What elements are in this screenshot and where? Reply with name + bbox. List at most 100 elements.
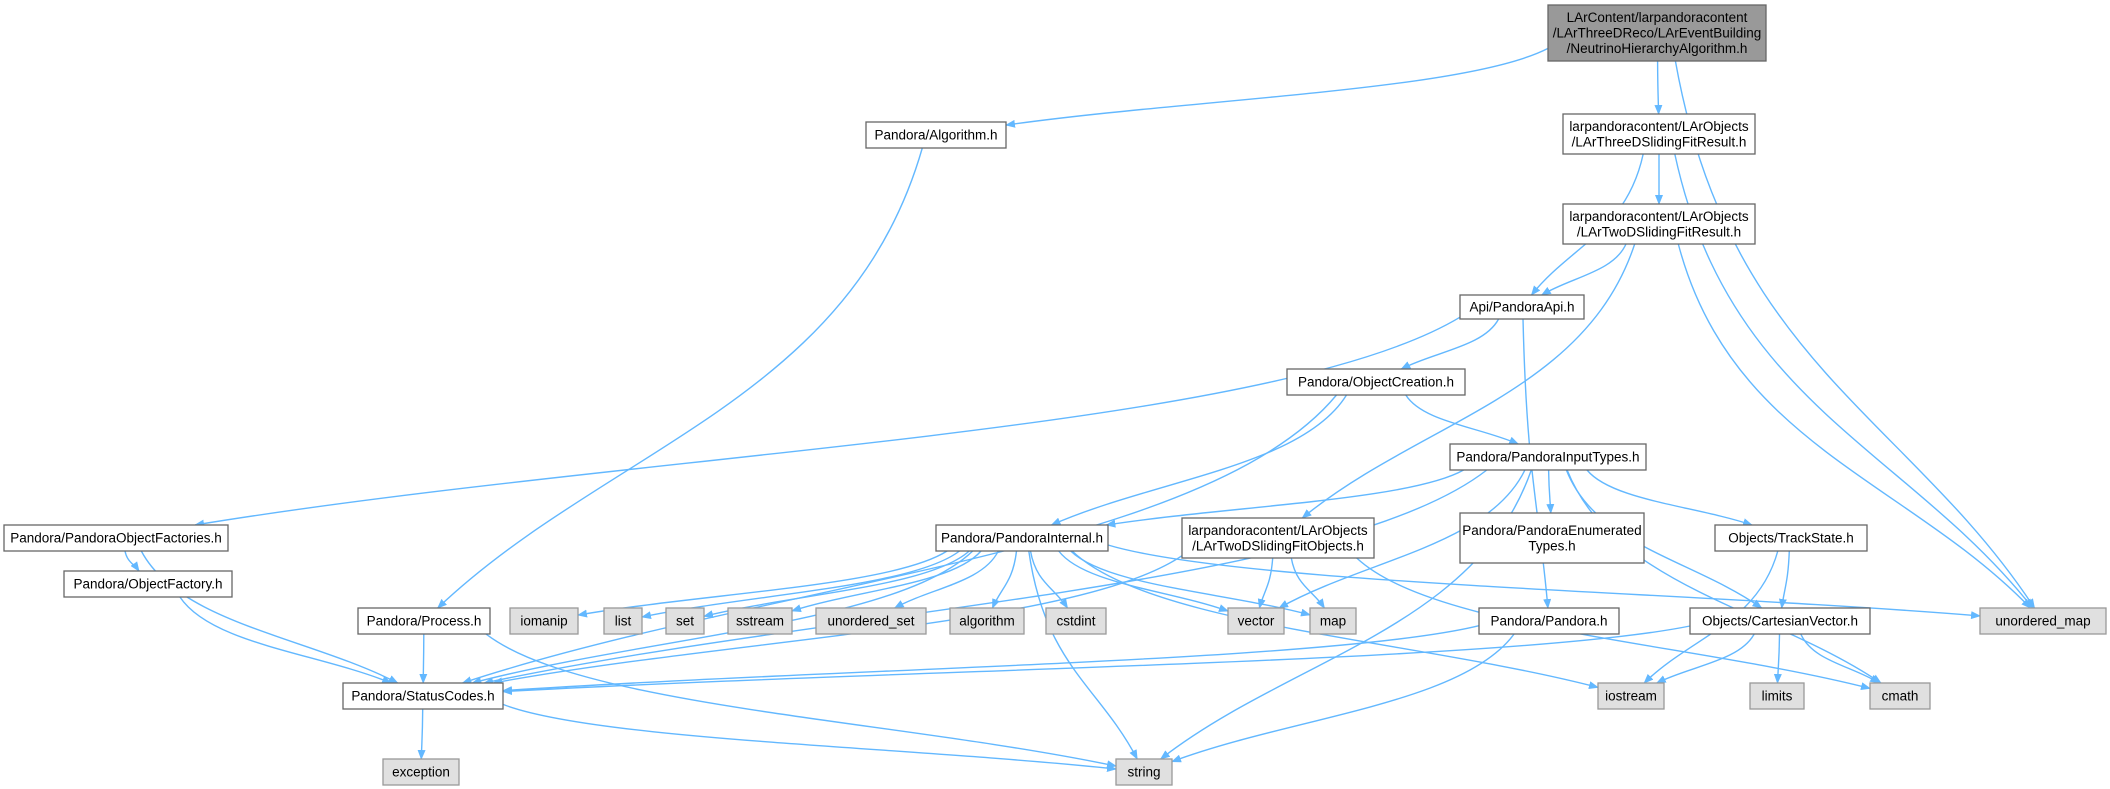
node-input_types[interactable]: Pandora/PandoraInputTypes.h [1449,443,1647,471]
edge-pandora_internal-to-sstream [791,550,982,612]
node-unordered_map[interactable]: unordered_map [1979,607,2107,635]
node-string[interactable]: string [1115,758,1173,786]
node-limits-box [1749,682,1805,710]
node-unordered_set-label-line: unordered_set [827,614,914,629]
node-vector-box [1227,607,1285,635]
edge-input_types-to-enumerated_types [1546,469,1555,514]
edge-input_types-to-pandora_internal [1105,469,1464,528]
node-pandora_api[interactable]: Api/PandoraApi.h [1459,294,1585,320]
edge-cartesian_vector-to-iostream [1655,633,1755,684]
node-threed_sliding-label-line: larpandoracontent/LArObjects [1569,119,1749,134]
nodes-layer: LArContent/larpandoracontent/LArThreeDRe… [3,4,2107,786]
node-twod_fit_objects[interactable]: larpandoracontent/LArObjects/LArTwoDSlid… [1181,517,1375,559]
node-exception[interactable]: exception [382,758,460,786]
node-algorithm_std-box [949,607,1025,635]
node-object_factory[interactable]: Pandora/ObjectFactory.h [63,570,233,598]
edge-pandora-to-string [1171,633,1515,763]
edge-twod_sliding-to-pandora_api [1540,243,1627,296]
node-iostream-label-line: iostream [1605,689,1657,704]
node-object_factories[interactable]: Pandora/PandoraObjectFactories.h [3,524,229,552]
node-twod_sliding-box [1562,203,1756,245]
edge-pandora_api-to-object_factories [194,316,1461,528]
edge-pandora_internal-to-cstdint [1029,550,1069,609]
edge-pandora_internal-to-set [703,550,970,619]
node-input_types-box [1449,443,1647,471]
node-cartesian_vector-box [1689,607,1871,635]
node-sstream-box [727,607,793,635]
node-object_factories-box [3,524,229,552]
edge-pandora_internal-to-list [641,550,960,620]
node-algorithm_std-label-line: algorithm [959,614,1015,629]
edge-object_factories-to-object_factory [124,550,140,572]
edge-pandora_internal-to-iomanip [577,550,948,618]
node-cmath-label-line: cmath [1882,689,1919,704]
node-twod_sliding-label-line: /LArTwoDSlidingFitResult.h [1577,224,1741,239]
node-threed_sliding[interactable]: larpandoracontent/LArObjects/LArThreeDSl… [1562,113,1756,155]
node-twod_fit_objects-label-line: /LArTwoDSlidingFitObjects.h [1192,538,1364,553]
edge-object_factory-to-status_codes [179,596,393,684]
node-set[interactable]: set [665,607,705,635]
node-vector[interactable]: vector [1227,607,1285,635]
node-status_codes-label-line: Pandora/StatusCodes.h [351,689,494,704]
node-algorithm-label-line: Pandora/Algorithm.h [874,128,997,143]
node-root[interactable]: LArContent/larpandoracontent/LArThreeDRe… [1547,4,1767,62]
node-iostream[interactable]: iostream [1597,682,1665,710]
node-object_creation-box [1286,368,1466,396]
node-object_factory-box [63,570,233,598]
node-limits[interactable]: limits [1749,682,1805,710]
node-root-box [1547,4,1767,62]
node-cmath[interactable]: cmath [1869,682,1931,710]
edge-pandora_internal-to-unordered_set [893,550,999,609]
node-list-box [603,607,643,635]
edge-pandora_internal-to-algorithm_std [991,550,1018,609]
edge-process-to-status_codes [419,633,428,684]
node-status_codes[interactable]: Pandora/StatusCodes.h [342,682,504,710]
node-track_state[interactable]: Objects/TrackState.h [1714,524,1868,552]
node-unordered_set[interactable]: unordered_set [815,607,927,635]
node-iomanip-box [509,607,579,635]
node-set-box [665,607,705,635]
node-object_creation[interactable]: Pandora/ObjectCreation.h [1286,368,1466,396]
edge-cartesian_vector-to-status_codes [502,625,1691,696]
node-list[interactable]: list [603,607,643,635]
node-cstdint[interactable]: cstdint [1045,607,1107,635]
edge-pandora-to-status_codes [502,625,1480,695]
edge-object_creation-to-status_codes [461,394,1338,684]
edge-process-to-string [485,633,1117,769]
node-cartesian_vector-label-line: Objects/CartesianVector.h [1702,614,1858,629]
node-map-box [1309,607,1357,635]
edge-object_creation-to-pandora_internal [1050,394,1348,526]
edge-threed_sliding-to-unordered_map [1674,153,2034,609]
node-unordered_map-box [1979,607,2107,635]
edge-pandora_internal-to-string [1028,550,1138,760]
node-unordered_map-label-line: unordered_map [1995,614,2090,629]
node-twod_sliding[interactable]: larpandoracontent/LArObjects/LArTwoDSlid… [1562,203,1756,245]
node-track_state-label-line: Objects/TrackState.h [1728,531,1854,546]
node-process[interactable]: Pandora/Process.h [357,607,491,635]
edge-twod_fit_objects-to-map [1290,557,1325,609]
edge-twod_fit_objects-to-vector [1257,557,1274,609]
node-cartesian_vector[interactable]: Objects/CartesianVector.h [1689,607,1871,635]
node-sstream[interactable]: sstream [727,607,793,635]
node-twod_fit_objects-label-line: larpandoracontent/LArObjects [1188,523,1368,538]
node-pandora[interactable]: Pandora/Pandora.h [1478,607,1620,635]
node-threed_sliding-label-line: /LArThreeDSlidingFitResult.h [1572,134,1747,149]
node-set-label-line: set [676,614,694,629]
edge-root-to-algorithm [1005,47,1549,128]
node-algorithm[interactable]: Pandora/Algorithm.h [865,121,1007,149]
node-algorithm_std[interactable]: algorithm [949,607,1025,635]
edges-layer [124,47,2036,773]
node-iomanip[interactable]: iomanip [509,607,579,635]
node-string-label-line: string [1127,765,1160,780]
node-map[interactable]: map [1309,607,1357,635]
node-cmath-box [1869,682,1931,710]
node-cstdint-label-line: cstdint [1056,614,1095,629]
edge-pandora_api-to-pandora [1522,318,1552,609]
node-input_types-label-line: Pandora/PandoraInputTypes.h [1456,450,1639,465]
node-track_state-box [1714,524,1868,552]
node-root-label-line: /LArThreeDReco/LArEventBuilding [1553,26,1762,41]
node-pandora_internal[interactable]: Pandora/PandoraInternal.h [935,524,1109,552]
node-enumerated_types-label-line: Types.h [1528,538,1575,553]
